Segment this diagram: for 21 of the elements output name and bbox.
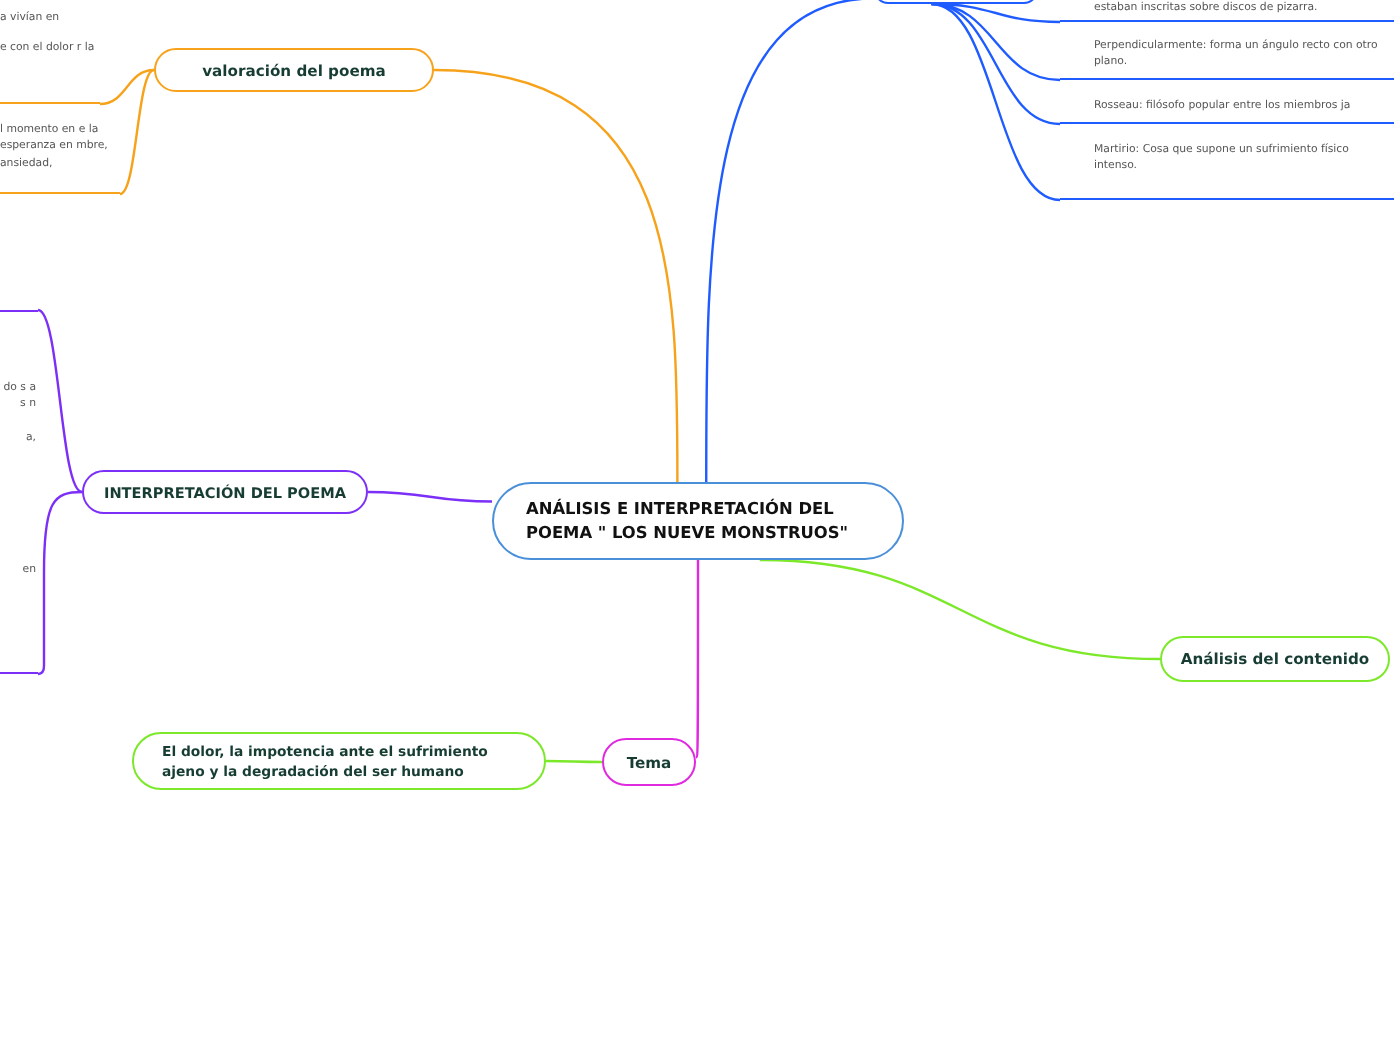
connector-line xyxy=(37,309,83,493)
note-box xyxy=(1060,36,1394,80)
connector-line xyxy=(694,560,700,758)
connector-line xyxy=(433,68,679,482)
connector-line xyxy=(119,69,155,195)
note-box xyxy=(1060,140,1394,200)
subtopic-box xyxy=(132,732,546,790)
topic-box xyxy=(82,470,368,514)
topic-label: ANÁLISIS E INTERPRETACIÓN DEL POEMA " LOS NUEVE MONSTRUOS" xyxy=(526,498,851,544)
connector-line xyxy=(931,2,1061,202)
connector-line xyxy=(546,759,602,764)
connector-line xyxy=(368,490,492,503)
note-box xyxy=(0,310,38,674)
note-box xyxy=(1060,0,1394,22)
topic-box xyxy=(602,738,696,786)
central-topic-box xyxy=(492,482,904,560)
connector-line xyxy=(99,68,155,106)
topic-box xyxy=(1160,636,1390,682)
connector-line xyxy=(759,558,1161,661)
topic-box xyxy=(154,48,434,92)
note-box xyxy=(1060,96,1394,124)
